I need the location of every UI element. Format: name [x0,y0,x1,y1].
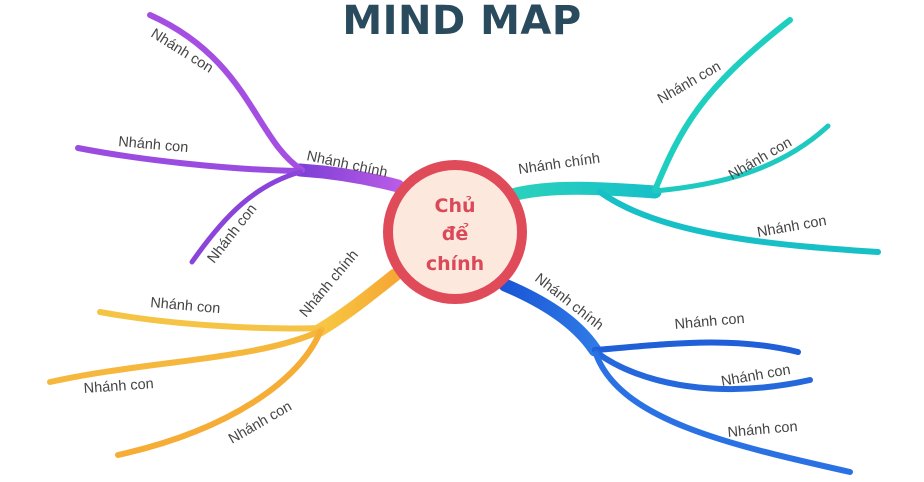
blue-sub-label: Nhánh con [674,311,745,333]
teal-sub-stroke-bottom [597,189,881,255]
purple-sub-label: Nhánh con [118,134,189,156]
page-title: MIND MAP [342,0,582,44]
teal-sub-stroke-middle [652,123,831,194]
blue-sub-stroke-top [592,339,801,355]
teal-sub-label: Nhánh con [756,213,828,241]
central-topic-line-3: chính [426,253,484,275]
purple-sub-stroke-middle [75,145,303,174]
yellow-sub-stroke-middle [47,327,325,385]
blue-main-stroke [498,278,602,357]
branch-purple: Nhánh chính Nhánh con Nhánh con Nhánh co… [75,12,405,266]
teal-main-label: Nhánh chính [517,151,601,178]
central-topic-line-1: Chủ [435,195,476,217]
yellow-sub-stroke-bottom [115,329,323,458]
branch-yellow: Nhánh chính Nhánh con Nhánh con Nhánh co… [47,247,402,458]
yellow-main-stroke [313,268,402,337]
teal-sub-stroke-top [652,17,793,193]
purple-sub-stroke-top [147,12,305,173]
branch-teal: Nhánh chính Nhánh con Nhánh con Nhánh co… [505,17,881,255]
blue-sub-label: Nhánh con [727,419,798,441]
yellow-sub-label: Nhánh con [226,399,295,448]
central-topic-line-2: để [442,222,469,245]
branch-blue: Nhánh chính Nhánh con Nhánh con Nhánh co… [498,271,853,475]
yellow-sub-label: Nhánh con [83,376,154,397]
yellow-sub-label: Nhánh con [150,295,221,317]
central-topic-circle [383,160,527,304]
central-topic-node: Chủ để chính [383,160,527,304]
teal-sub-label: Nhánh con [655,59,724,108]
blue-sub-stroke-bottom [593,351,853,475]
purple-main-stroke [293,163,405,193]
blue-sub-stroke-middle [593,349,813,393]
teal-main-stroke [505,181,662,202]
yellow-sub-stroke-top [97,309,325,332]
purple-sub-stroke-bottom [189,169,303,265]
